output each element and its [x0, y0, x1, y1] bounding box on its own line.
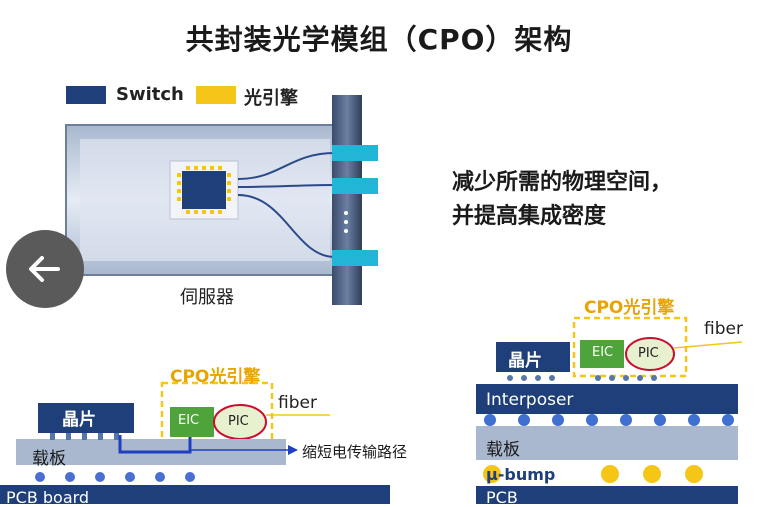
- bumps-chip: [50, 433, 119, 440]
- electrical-path: [118, 435, 192, 454]
- pcb-board: [476, 486, 738, 504]
- right-chip-label: 晶片: [508, 351, 542, 371]
- right-eic-label: EIC: [592, 345, 614, 360]
- legend-swatch-engine: [196, 86, 236, 104]
- fiber-connectors: [332, 145, 378, 266]
- left-pcb-label: PCB board: [6, 488, 90, 507]
- path-label: 缩短电传输路径: [302, 443, 408, 461]
- fiber-lines: [237, 152, 336, 258]
- description: 减少所需的物理空间， 并提高集成密度: [452, 166, 672, 234]
- chip-die: [38, 403, 134, 433]
- chip-die: [496, 342, 570, 372]
- ellipsis-dots: [344, 211, 348, 233]
- interposer: [476, 384, 738, 414]
- left-fiber-label: fiber: [278, 393, 317, 413]
- server-caption: 伺服器: [180, 287, 234, 308]
- left-carrier-label: 载板: [32, 449, 66, 469]
- right-cpo-label: CPO光引擎: [584, 298, 675, 318]
- eic-block: [580, 340, 624, 368]
- description-line-1: 减少所需的物理空间，: [452, 170, 673, 195]
- pcb-board: [0, 485, 390, 504]
- right-pcb-label: PCB: [486, 488, 518, 507]
- server-diagram: [65, 95, 378, 305]
- pic-block: [625, 337, 675, 371]
- bumps-top: [507, 375, 657, 381]
- left-eic-label: EIC: [178, 413, 200, 428]
- arrow-left-icon: [29, 256, 60, 282]
- right-pic-label: PIC: [638, 346, 659, 361]
- left-pic-label: PIC: [228, 414, 249, 429]
- right-fiber-label: fiber: [704, 319, 743, 339]
- right-carrier-label: 载板: [486, 440, 520, 460]
- solder-balls: [35, 472, 195, 482]
- fiber-line: [673, 341, 743, 349]
- eic-block: [170, 407, 214, 437]
- micro-bumps: [483, 465, 703, 483]
- legend-label-engine: 光引擎: [244, 88, 298, 109]
- bumps-mid: [484, 414, 734, 426]
- front-rail: [332, 95, 362, 305]
- page-title: 共封装光学模组（CPO）架构: [185, 23, 573, 56]
- interposer-label: Interposer: [486, 390, 574, 410]
- description-line-2: 并提高集成密度: [452, 204, 607, 229]
- legend-swatch-switch: [66, 86, 106, 104]
- left-chip-label: 晶片: [62, 410, 96, 430]
- left-cpo-label: CPO光引擎: [170, 367, 261, 387]
- switch-chip: [169, 160, 239, 220]
- back-button[interactable]: [6, 230, 84, 308]
- ubump-label: μ-bump: [486, 465, 556, 484]
- legend-label-switch: Switch: [116, 84, 184, 105]
- cpo-engine-box: [160, 381, 274, 457]
- right-cross-section: [476, 316, 743, 504]
- left-cross-section: [0, 381, 390, 504]
- carrier-board: [476, 426, 738, 460]
